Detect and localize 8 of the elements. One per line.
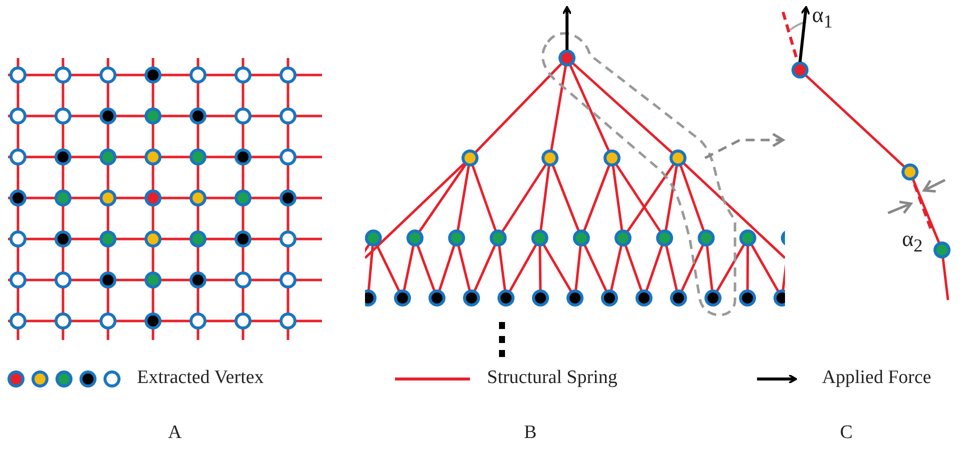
angle-label: α$_{1}$: [812, 2, 833, 32]
legend-label: Structural Spring: [487, 367, 618, 389]
panel-label: B: [524, 422, 537, 444]
angle-label: α$_{2}$: [902, 226, 923, 256]
panel-label: A: [168, 422, 182, 444]
panel-label: C: [840, 422, 853, 444]
legend-label: Extracted Vertex: [137, 367, 264, 389]
legend-label: Applied Force: [822, 367, 932, 389]
